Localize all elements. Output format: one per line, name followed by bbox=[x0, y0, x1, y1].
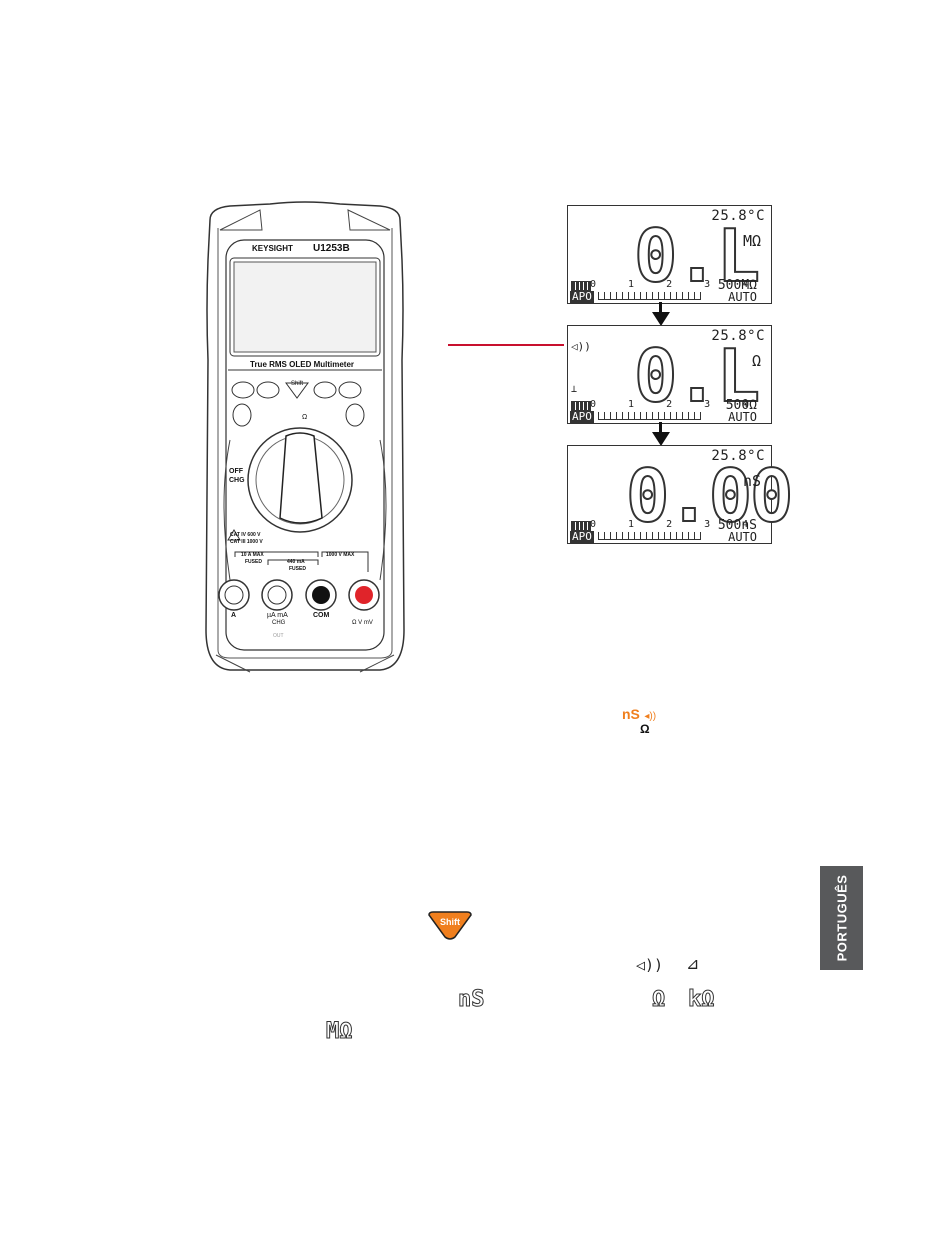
meter-brand: KEYSIGHT bbox=[252, 244, 293, 253]
ground-icon: ⊥ bbox=[571, 384, 578, 395]
func-ohm-label: Ω bbox=[640, 722, 650, 736]
lcd-display-1: 25.8°C 0.L MΩ 0 1 2 3 4 500MΩ APO AUTO bbox=[567, 205, 772, 304]
terminal-v-label: Ω V mV bbox=[352, 620, 373, 626]
multimeter-illustration bbox=[205, 201, 405, 673]
lcd-display-3: 25.8°C 0.00 nS 0 1 2 3 4 500nS APO AUTO bbox=[567, 445, 794, 544]
language-tab: PORTUGUÊS bbox=[820, 866, 863, 970]
lcd-ticks: 0 1 2 3 4 bbox=[590, 519, 762, 530]
arrow-down-icon bbox=[652, 312, 670, 326]
lcd-temp: 25.8°C bbox=[711, 448, 765, 464]
arrow-stem-1 bbox=[659, 302, 662, 314]
meter-off-label: OFF bbox=[229, 468, 243, 475]
lcd-value: 0.L bbox=[633, 214, 761, 298]
meter-fused-1: FUSED bbox=[245, 559, 262, 565]
continuity-icon: ◁)) bbox=[636, 956, 664, 974]
lcd-display-2: 25.8°C ◁)) 0.L Ω ⊥ 0 1 2 3 4 500Ω APO AU… bbox=[567, 325, 772, 424]
lcd-apo: APO bbox=[570, 410, 594, 423]
continuity-icon: ◁)) bbox=[571, 340, 591, 353]
lcd-range: 500MΩ bbox=[717, 278, 757, 293]
meter-dial-top: Ω bbox=[302, 414, 308, 421]
lcd-auto: AUTO bbox=[728, 530, 757, 544]
lcd-ticks: 0 1 2 3 4 bbox=[590, 399, 762, 410]
meter-model: U1253B bbox=[313, 243, 350, 254]
lcd-auto: AUTO bbox=[728, 410, 757, 424]
diode-icon: ⊿ bbox=[686, 954, 700, 973]
meter-cat-1: CAT IV 600 V bbox=[230, 532, 261, 538]
battery-icon bbox=[571, 281, 591, 291]
battery-icon bbox=[571, 401, 591, 411]
meter-v-max: 1000 V MAX bbox=[326, 552, 355, 558]
meter-cat-2: CAT III 1000 V bbox=[230, 539, 263, 545]
meter-chg-label: CHG bbox=[229, 477, 245, 484]
lcd-temp: 25.8°C bbox=[711, 328, 765, 344]
lcd-auto: AUTO bbox=[728, 290, 757, 304]
meter-fused-2: FUSED bbox=[289, 566, 306, 572]
lcd-value: 0.00 bbox=[625, 454, 794, 538]
meter-shift-label: Shift bbox=[291, 381, 304, 387]
language-tab-label: PORTUGUÊS bbox=[834, 874, 849, 962]
lcd-bargraph bbox=[598, 412, 701, 420]
terminal-a-label: A bbox=[231, 612, 237, 619]
terminal-chg-label: CHG bbox=[272, 620, 286, 626]
lcd-range: 500Ω bbox=[725, 398, 757, 413]
lcd-value: 0.L bbox=[633, 334, 761, 418]
callout-line bbox=[448, 344, 564, 346]
meter-a-max: 10 A MAX bbox=[241, 552, 264, 558]
terminal-com-label: COM bbox=[313, 612, 330, 619]
lcd-apo: APO bbox=[570, 530, 594, 543]
arrow-down-icon bbox=[652, 432, 670, 446]
lcd-unit: nS bbox=[742, 472, 761, 490]
kohm-unit-symbol: kΩ bbox=[688, 987, 715, 1013]
lcd-ticks: 0 1 2 3 4 bbox=[590, 279, 762, 290]
ohm-unit-symbol: Ω bbox=[651, 987, 666, 1013]
arrow-stem-2 bbox=[659, 422, 662, 434]
terminal-uama-label: µA mA bbox=[267, 612, 288, 619]
shift-key-icon: Shift bbox=[425, 911, 475, 941]
lcd-apo: APO bbox=[570, 290, 594, 303]
func-sound-icon: ◂)) bbox=[644, 711, 657, 722]
lcd-bargraph bbox=[598, 292, 701, 300]
shift-key-label: Shift bbox=[440, 917, 460, 927]
lcd-unit: Ω bbox=[751, 352, 761, 370]
lcd-unit: MΩ bbox=[742, 232, 761, 250]
battery-icon bbox=[571, 521, 591, 531]
func-ns-label: nS bbox=[622, 706, 640, 722]
meter-ma-max: 440 mA bbox=[287, 559, 305, 565]
ns-unit-symbol: nS bbox=[458, 987, 485, 1013]
function-symbol: nS ◂)) Ω bbox=[622, 706, 657, 736]
lcd-bargraph bbox=[598, 532, 701, 540]
lcd-temp: 25.8°C bbox=[711, 208, 765, 224]
lcd-range: 500nS bbox=[717, 518, 757, 533]
terminal-out-label: OUT bbox=[273, 633, 284, 639]
mohm-unit-symbol: MΩ bbox=[326, 1019, 353, 1045]
meter-subtitle: True RMS OLED Multimeter bbox=[250, 360, 355, 369]
